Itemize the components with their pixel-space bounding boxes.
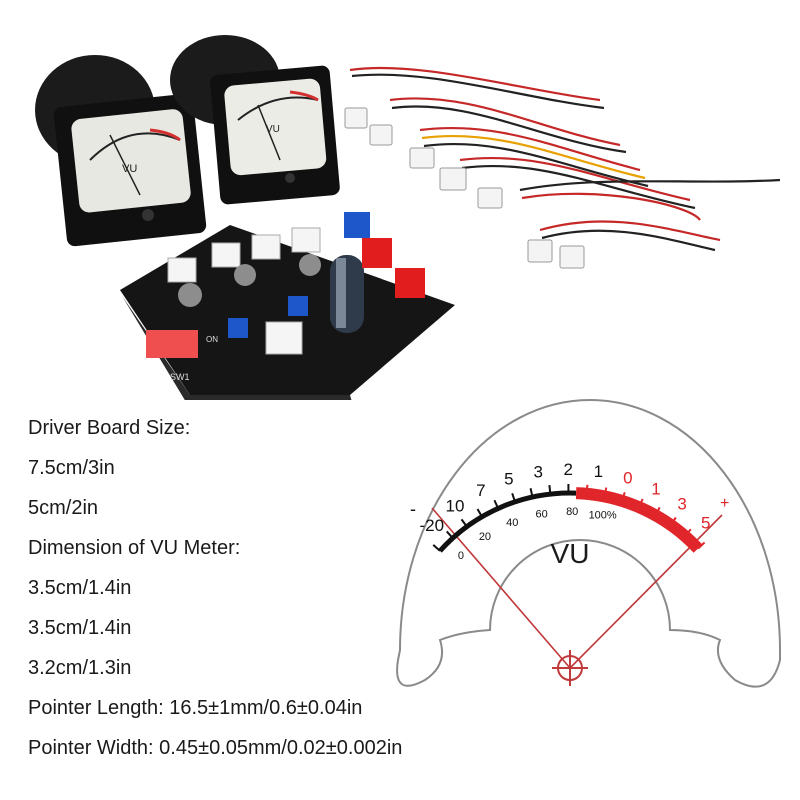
upper-tick-label: 0 [623,469,632,488]
scale-tick [445,530,454,539]
scale-arc-red [575,487,703,553]
upper-tick-label: 2 [564,460,573,479]
spec-line: Dimension of VU Meter: [28,537,241,559]
upper-tick-label: 1 [594,462,603,481]
scale-tick [654,506,661,516]
meter-face-outline [396,399,781,688]
pointer-line-right [569,514,723,669]
upper-tick-label: -20 [419,516,444,535]
vu-meter-left-label: VU [122,163,137,175]
scale-arc-black [438,490,577,553]
scale-tick [638,498,644,508]
scale-tick [476,508,483,518]
specs-list: Driver Board Size: 7.5cm/3in 5cm/2in Dim… [28,408,488,768]
scale-tick [669,516,677,526]
diagram-title: VU [551,538,590,569]
upper-tick-label: 10 [446,497,465,516]
spec-line: Pointer Width: 0.45±0.05mm/0.02±0.002in [28,737,403,759]
spec-line: 3.5cm/1.4in [28,617,132,639]
board-switch-label: SW1 [170,372,190,382]
lower-tick-label: 80 [566,506,578,518]
lower-tick-label: 40 [506,517,518,529]
pivot-crosshair-icon [552,650,588,686]
diagram-plus-sign: + [720,495,729,512]
upper-tick-label: 3 [533,463,542,482]
upper-tick-label: 5 [504,470,513,489]
upper-tick-label: 1 [651,480,660,499]
upper-tick-label: 3 [677,495,686,514]
scale-tick [511,493,516,503]
scale-tick [697,541,706,550]
wire-harnesses [349,66,781,252]
vu-meter-left: VU [35,55,207,247]
scale-tick [493,499,500,509]
upper-tick-label: 5 [701,513,710,532]
scale-tick [548,485,552,495]
vu-meter-right-label: VU [266,124,280,135]
scale-tick [585,484,589,494]
diagram-minus-sign: - [410,499,416,519]
scale-tick [460,518,468,528]
product-photo: VU VU SW1 ON [35,35,781,400]
lower-tick-label: 20 [479,531,491,543]
wire-connectors [344,107,585,269]
scale-tick [529,488,534,498]
board-port-label: ON [206,335,218,344]
pointer-line-left [431,507,571,669]
spec-line: 3.5cm/1.4in [28,577,132,599]
spec-line: Driver Board Size: [28,417,191,439]
lower-tick-label: 100% [589,509,617,521]
lower-tick-label: 60 [536,509,548,521]
spec-line: 7.5cm/3in [28,457,115,479]
spec-line: 5cm/2in [28,497,99,519]
vu-meter-right: VU [170,35,340,205]
spec-line: Pointer Length: 16.5±1mm/0.6±0.04in [28,697,363,719]
scale-tick [432,544,441,552]
driver-board: SW1 ON [120,212,455,400]
spec-line: 3.2cm/1.3in [28,657,132,679]
lower-tick-label: 0 [458,550,464,562]
scale-tick [621,492,626,502]
scale-tick [684,528,692,537]
scale-tick [603,487,608,497]
upper-tick-label: 7 [476,481,485,500]
